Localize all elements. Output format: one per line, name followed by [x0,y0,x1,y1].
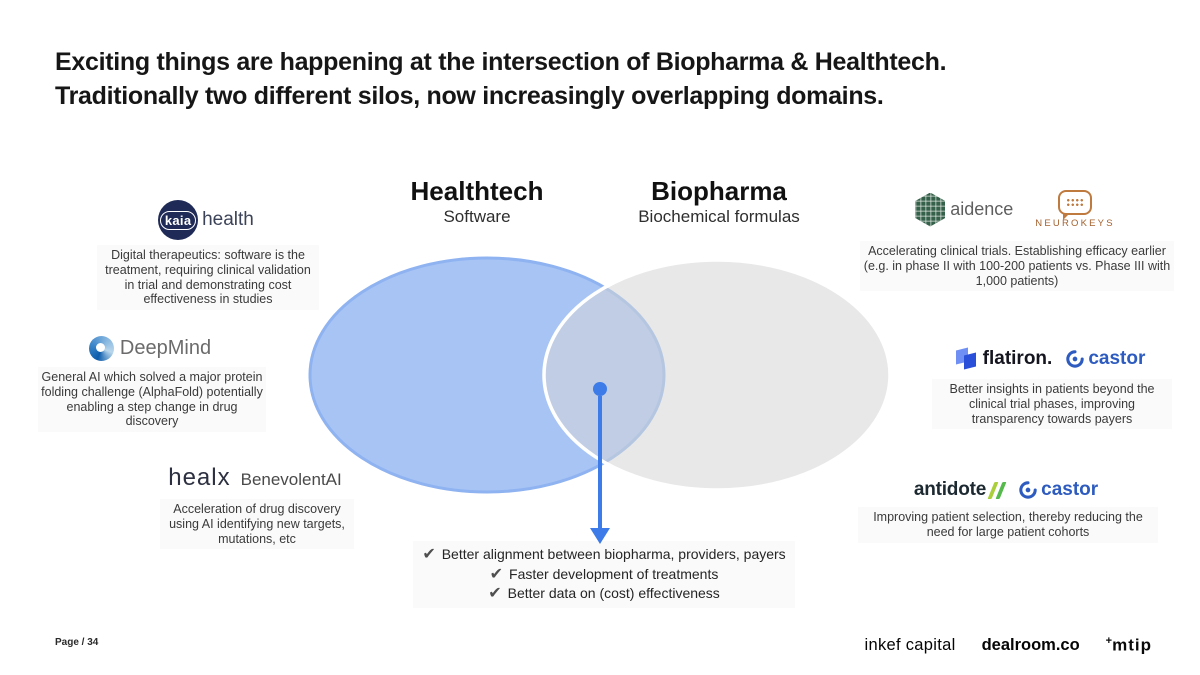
aidence-logo: aidence [915,192,1014,227]
aidence-text: aidence [950,199,1014,219]
kaia-circle-icon: kaia [158,200,199,240]
outcome-item: ✔ Better data on (cost) effectiveness [417,584,791,604]
healx-x-text: x [217,464,231,491]
antidote-logo: antidote [913,479,1007,501]
castor-logo-2: castor [1019,479,1098,501]
aidence-neurokeys-logos: aidence NEUROKEYS [862,190,1168,229]
healthtech-subtitle: Software [443,207,511,226]
healthtech-title: Healthtech [410,176,544,206]
healx-benevolent-logos: healx BenevolentAI [140,464,370,492]
neurokeys-logo: NEUROKEYS [1035,190,1114,229]
venn-diagram [308,256,892,544]
mtip-plus-text: + [1105,634,1114,647]
castor-icon [1066,350,1085,368]
slide-title-line2: Traditionally two different silos, now i… [55,82,884,110]
deepmind-swirl-icon [88,336,114,361]
checkmark-icon: ✔ [489,565,504,583]
page-number: Page / 34 [55,637,99,648]
kaia-health-text: health [202,209,254,230]
healx-heal-text: heal [168,464,218,491]
flatiron-logo: flatiron. [955,347,1053,371]
aidence-hexagon-icon [915,192,946,227]
outcome-item: ✔ Faster development of treatments [417,565,791,585]
castor-icon [1019,481,1037,499]
kaia-logo-text: kaia [159,210,197,230]
neurokeys-dots-icon [1066,198,1085,207]
flatiron-annotation: Better insights in patients beyond the c… [949,382,1155,426]
biopharma-header: Biopharma Biochemical formulas [594,176,844,228]
healx-logo: healx [168,464,230,492]
biopharma-ellipse [542,258,892,492]
benevolentai-logo: BenevolentAI [240,470,342,489]
neurokeys-bubble-icon [1058,190,1093,220]
dealroom-logo: dealroom.co [981,635,1080,654]
castor-logo: castor [1066,348,1145,370]
biopharma-title: Biopharma [651,176,787,206]
outcome-text-1: Better alignment between biopharma, prov… [441,546,786,562]
footer-logos: inkef capital dealroom.co +mtip [865,630,1152,660]
kaia-annotation: Digital therapeutics: software is the tr… [105,248,311,307]
flatiron-icon [955,347,979,371]
outcome-text-2: Faster development of treatments [509,565,719,582]
mtip-logo: +mtip [1106,635,1152,656]
aidence-annotation: Accelerating clinical trials. Establishi… [863,244,1171,288]
slide-title-line1: Exciting things are happening at the int… [55,48,947,76]
flatiron-castor-logos: flatiron. castor [930,347,1170,371]
biopharma-subtitle: Biochemical formulas [638,207,800,226]
antidote-annotation: Improving patient selection, thereby red… [873,510,1143,539]
mtip-text: mtip [1112,635,1152,655]
outcome-text-3: Better data on (cost) effectiveness [507,585,720,601]
healx-annotation: Acceleration of drug discovery using AI … [169,502,345,546]
healthtech-header: Healthtech Software [352,176,602,228]
kaia-health-logo: kaia health [100,200,312,240]
antidote-castor-logos: antidote castor [860,479,1152,501]
slide-title: Exciting things are happening at the int… [55,45,1055,113]
inkef-capital-logo: inkef capital [864,635,956,654]
outcomes-list: ✔ Better alignment between biopharma, pro… [413,541,795,608]
intersection-dot [593,382,607,396]
castor-text: castor [1088,348,1146,369]
antidote-slashes-icon [987,481,1007,499]
antidote-text: antidote [913,479,987,500]
neurokeys-text: NEUROKEYS [1035,218,1115,229]
arrow-head-icon [590,528,610,544]
checkmark-icon: ✔ [422,546,436,563]
checkmark-icon: ✔ [488,585,502,602]
deepmind-annotation: General AI which solved a major protein … [41,370,263,429]
deepmind-text: DeepMind [119,337,212,359]
deepmind-logo: DeepMind [40,336,260,361]
outcome-item: ✔ Better alignment between biopharma, pro… [417,545,791,565]
castor-text: castor [1041,479,1099,500]
flatiron-text: flatiron. [982,348,1053,369]
